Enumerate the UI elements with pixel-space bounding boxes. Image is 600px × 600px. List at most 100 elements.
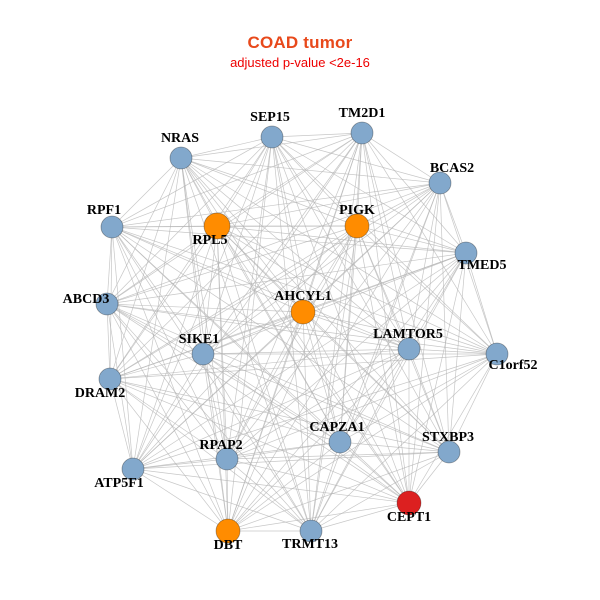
graph-edge bbox=[448, 353, 498, 453]
graph-edge bbox=[302, 311, 410, 504]
graph-edge bbox=[226, 132, 363, 460]
graph-node-label: TMED5 bbox=[458, 258, 507, 273]
graph-edge bbox=[109, 378, 312, 532]
graph-edge bbox=[227, 225, 358, 532]
graph-edge bbox=[361, 132, 467, 254]
graph-node-label: DRAM2 bbox=[75, 386, 126, 401]
graph-edge bbox=[226, 441, 341, 460]
graph-edge bbox=[227, 353, 498, 532]
graph-edge bbox=[271, 136, 498, 355]
graph-edge bbox=[132, 468, 410, 504]
graph-edge bbox=[361, 132, 410, 350]
graph-node-DRAM2 bbox=[98, 367, 122, 391]
graph-node-label: C1orf52 bbox=[489, 358, 538, 373]
graph-edge bbox=[448, 252, 467, 453]
graph-node-TRMT13 bbox=[299, 519, 323, 543]
graph-edge bbox=[356, 182, 441, 227]
graph-edge bbox=[202, 353, 450, 453]
graph-edge bbox=[132, 252, 467, 470]
graph-node-label: STXBP3 bbox=[422, 430, 474, 445]
graph-edge bbox=[106, 303, 450, 453]
graph-edge bbox=[111, 226, 312, 532]
graph-edge bbox=[109, 252, 467, 380]
graph-edge bbox=[408, 348, 498, 355]
graph-edge bbox=[202, 132, 363, 355]
graph-edge bbox=[202, 182, 441, 355]
graph-node-RPL5 bbox=[203, 212, 231, 240]
graph-node-label: TM2D1 bbox=[339, 106, 386, 121]
graph-node-TM2D1 bbox=[350, 121, 374, 145]
graph-node-ATP5F1 bbox=[121, 457, 145, 481]
graph-edge bbox=[216, 136, 273, 227]
graph-edge bbox=[180, 157, 304, 313]
graph-edge bbox=[227, 348, 410, 532]
graph-node-RPAP2 bbox=[215, 447, 239, 471]
graph-edge bbox=[111, 226, 467, 254]
graph-edge bbox=[132, 136, 273, 470]
graph-edge bbox=[439, 182, 467, 254]
graph-node-RPF1 bbox=[100, 215, 124, 239]
graph-edge bbox=[216, 225, 410, 504]
graph-node-NRAS bbox=[169, 146, 193, 170]
graph-edge bbox=[216, 182, 441, 227]
graph-edge bbox=[216, 225, 498, 355]
graph-node-label: CAPZA1 bbox=[309, 420, 364, 435]
graph-node-label: AHCYL1 bbox=[274, 289, 332, 304]
graph-edge bbox=[408, 353, 498, 504]
graph-edge bbox=[109, 353, 498, 380]
graph-node-SEP15 bbox=[260, 125, 284, 149]
graph-edge bbox=[132, 468, 312, 532]
graph-edge bbox=[271, 136, 450, 453]
graph-edge bbox=[202, 225, 218, 355]
graph-edge bbox=[227, 451, 450, 532]
graph-edge bbox=[111, 226, 304, 313]
graph-edge bbox=[339, 348, 410, 443]
graph-edge bbox=[132, 353, 204, 470]
graph-edge bbox=[132, 353, 498, 470]
graph-edge bbox=[180, 136, 273, 159]
graph-edge bbox=[226, 458, 229, 532]
graph-node-STXBP3 bbox=[437, 440, 461, 464]
graph-edge bbox=[310, 252, 467, 532]
graph-edge bbox=[111, 226, 498, 355]
graph-edge bbox=[109, 132, 363, 380]
graph-edge bbox=[106, 225, 358, 305]
graph-edge bbox=[271, 136, 441, 184]
graph-node-ABCD3 bbox=[95, 292, 119, 316]
plot-subtitle: adjusted p-value <2e-16 bbox=[230, 55, 370, 70]
graph-edge bbox=[302, 311, 498, 355]
graph-edge bbox=[109, 378, 450, 453]
graph-edge bbox=[111, 226, 450, 453]
graph-node-label: RPF1 bbox=[87, 203, 121, 218]
graph-edge bbox=[216, 132, 363, 227]
nodes-layer bbox=[95, 121, 509, 544]
graph-edge bbox=[106, 303, 312, 532]
graph-edge bbox=[106, 303, 204, 355]
graph-node-C1orf52 bbox=[485, 342, 509, 366]
graph-edge bbox=[106, 303, 111, 380]
graph-edge bbox=[271, 136, 304, 313]
graph-edge bbox=[109, 225, 218, 380]
graph-edge bbox=[111, 226, 410, 350]
graph-edge bbox=[361, 132, 441, 184]
graph-edge bbox=[302, 225, 358, 313]
graph-edge bbox=[408, 182, 441, 504]
graph-edge bbox=[180, 157, 441, 184]
graph-edge bbox=[111, 226, 229, 532]
graph-edge bbox=[339, 441, 450, 453]
graph-edge bbox=[180, 157, 410, 350]
graph-edge bbox=[361, 132, 498, 355]
graph-node-PIGK bbox=[344, 213, 370, 239]
graph-edge bbox=[227, 441, 341, 532]
graph-edge bbox=[408, 252, 467, 504]
graph-edge bbox=[227, 502, 410, 532]
graph-edge bbox=[226, 458, 312, 532]
page-title: COAD tumor bbox=[247, 33, 353, 52]
graph-node-label: DBT bbox=[214, 538, 243, 553]
graph-node-label: TRMT13 bbox=[282, 537, 338, 552]
graph-edge bbox=[202, 348, 410, 355]
graph-node-label: SIKE1 bbox=[179, 332, 219, 347]
graph-edge bbox=[226, 225, 358, 460]
graph-edge bbox=[106, 182, 441, 305]
